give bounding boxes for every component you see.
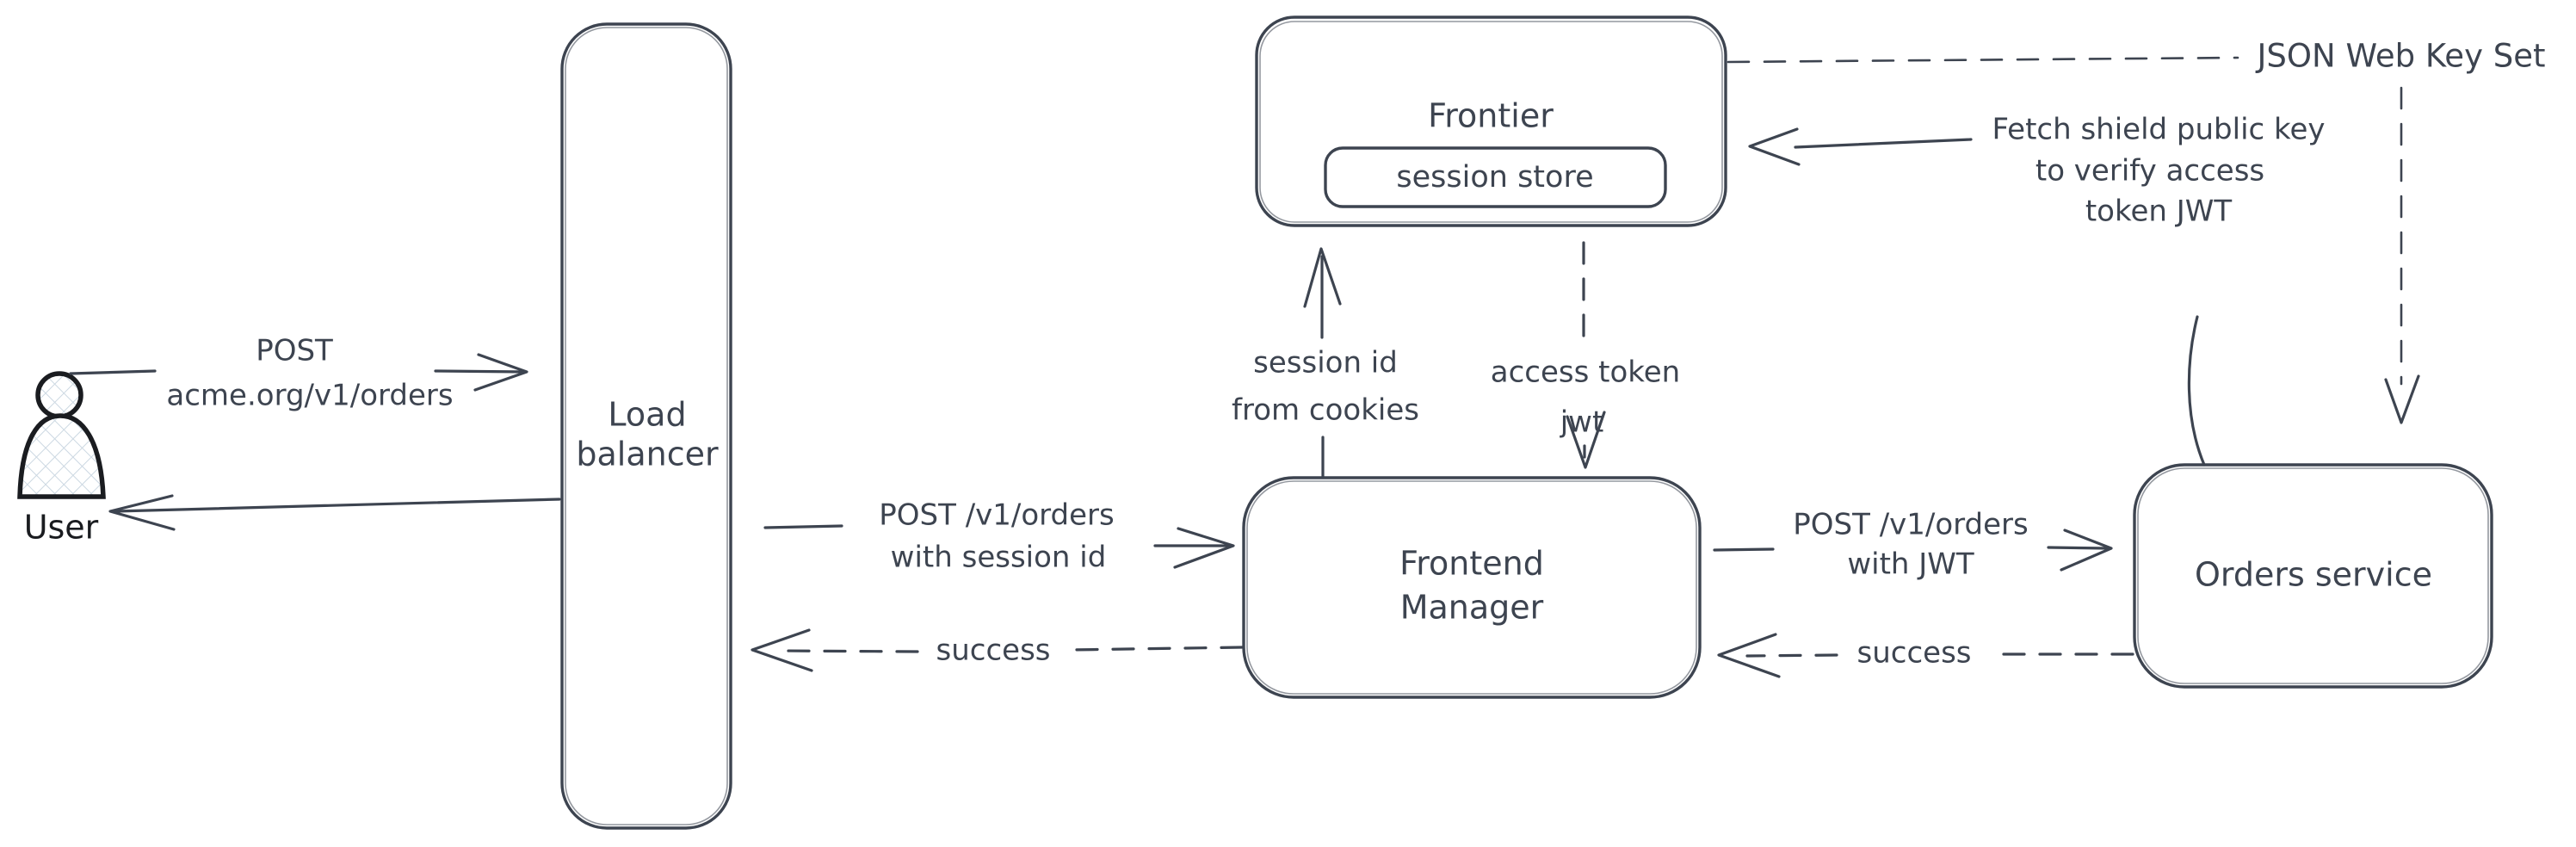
arrowhead-left-icon	[751, 628, 813, 672]
arrowhead-down-icon	[1566, 411, 1606, 469]
arrowhead-down-icon	[2384, 374, 2420, 424]
edge-label-line1: POST	[256, 334, 333, 368]
load-balancer-label-line2: balancer	[576, 436, 719, 473]
arrow-shaft	[434, 369, 527, 374]
node-load-balancer[interactable]: Load balancer	[560, 22, 732, 830]
arrow-load-balancer-to-user[interactable]	[108, 494, 561, 531]
load-balancer-shape[interactable]	[560, 22, 732, 830]
arrow-shaft-curve	[2187, 315, 2206, 467]
arrow-orders-service-to-frontier[interactable]: Fetch shield public key to verify access…	[1748, 113, 2326, 467]
edge-label-line1: POST /v1/orders	[1793, 508, 2028, 542]
arrow-shaft	[1745, 653, 1838, 658]
edge-label: success	[936, 634, 1051, 668]
edge-label-line1: access token	[1491, 355, 1680, 390]
arrowhead-left-icon	[108, 494, 176, 531]
frontier-shape-sketch	[1259, 21, 1723, 223]
arrow-frontend-manager-to-load-balancer-success[interactable]: success	[751, 628, 1244, 672]
arrow-shaft	[69, 369, 157, 375]
arrow-shaft	[763, 524, 843, 529]
arrow-shaft	[1713, 547, 1775, 552]
load-balancer-label-line1: Load	[608, 396, 686, 434]
jwks-label: JSON Web Key Set	[2256, 38, 2546, 75]
arrowhead-up-icon	[1303, 247, 1342, 308]
user-icon	[17, 371, 106, 499]
arrowhead-left-icon	[1748, 127, 1801, 166]
edge-label-line2: to verify access	[2035, 154, 2264, 189]
edge-label-line2: with session id	[891, 541, 1107, 575]
session-store-shape[interactable]	[1324, 146, 1667, 208]
arrow-frontier-to-jwks-to-orders-service[interactable]: JSON Web Key Set	[1727, 38, 2546, 424]
edge-label-line2: acme.org/v1/orders	[166, 379, 453, 413]
edge-label-line2: from cookies	[1232, 393, 1419, 428]
edge-label-line1: POST /v1/orders	[879, 498, 1114, 533]
orders-service-shape-sketch	[2137, 467, 2489, 684]
edge-label-line3: token JWT	[2085, 195, 2233, 229]
edge-label-line2: with JWT	[1847, 547, 1974, 582]
session-store-label: session store	[1396, 160, 1593, 195]
arrow-frontend-manager-to-frontier[interactable]: session id from cookies	[1232, 247, 1419, 479]
arrowhead-left-icon	[1717, 633, 1781, 678]
edge-label: success	[1857, 636, 1972, 671]
load-balancer-shape-sketch	[565, 27, 728, 825]
arrowhead-right-icon	[1173, 527, 1235, 569]
orders-service-label: Orders service	[2195, 556, 2432, 594]
user-label: User	[24, 509, 99, 547]
arrowhead-right-icon	[473, 353, 528, 392]
node-session-store[interactable]: session store	[1324, 146, 1667, 208]
arrow-shaft	[775, 649, 919, 653]
user-node[interactable]: User	[17, 371, 106, 547]
edge-label-line1: Fetch shield public key	[1992, 113, 2325, 147]
frontend-manager-shape[interactable]	[1242, 476, 1702, 699]
arrow-frontier-to-frontend-manager[interactable]: access token jwt	[1491, 241, 1680, 469]
node-orders-service[interactable]: Orders service	[2133, 463, 2493, 689]
arrow-orders-service-to-frontend-manager-success[interactable]: success	[1717, 633, 2134, 678]
arrow-shaft	[1069, 646, 1244, 652]
arrow-shaft	[114, 498, 561, 513]
frontend-manager-label-line2: Manager	[1400, 589, 1544, 627]
edge-label-line2: jwt	[1560, 405, 1604, 440]
node-frontend-manager[interactable]: Frontend Manager	[1242, 476, 1702, 699]
arrow-user-to-load-balancer[interactable]: POST acme.org/v1/orders	[69, 334, 528, 413]
arrowhead-right-icon	[2060, 529, 2113, 572]
orders-service-shape[interactable]	[2133, 463, 2493, 689]
frontend-manager-label-line1: Frontend	[1399, 545, 1544, 583]
edge-label-line1: session id	[1253, 346, 1398, 380]
arrow-load-balancer-to-frontend-manager[interactable]: POST /v1/orders with session id	[763, 498, 1235, 575]
frontend-manager-shape-sketch	[1246, 480, 1697, 695]
arrow-shaft	[1727, 56, 2239, 64]
arrow-shaft	[1794, 138, 1973, 149]
user-icon-head	[35, 371, 83, 419]
node-frontier[interactable]: Frontier session store	[1255, 15, 1727, 227]
frontier-label: Frontier	[1428, 97, 1554, 135]
user-icon-body	[17, 413, 106, 499]
arrow-frontend-manager-to-orders-service[interactable]: POST /v1/orders with JWT	[1713, 508, 2113, 582]
arrow-shaft	[2047, 546, 2109, 550]
